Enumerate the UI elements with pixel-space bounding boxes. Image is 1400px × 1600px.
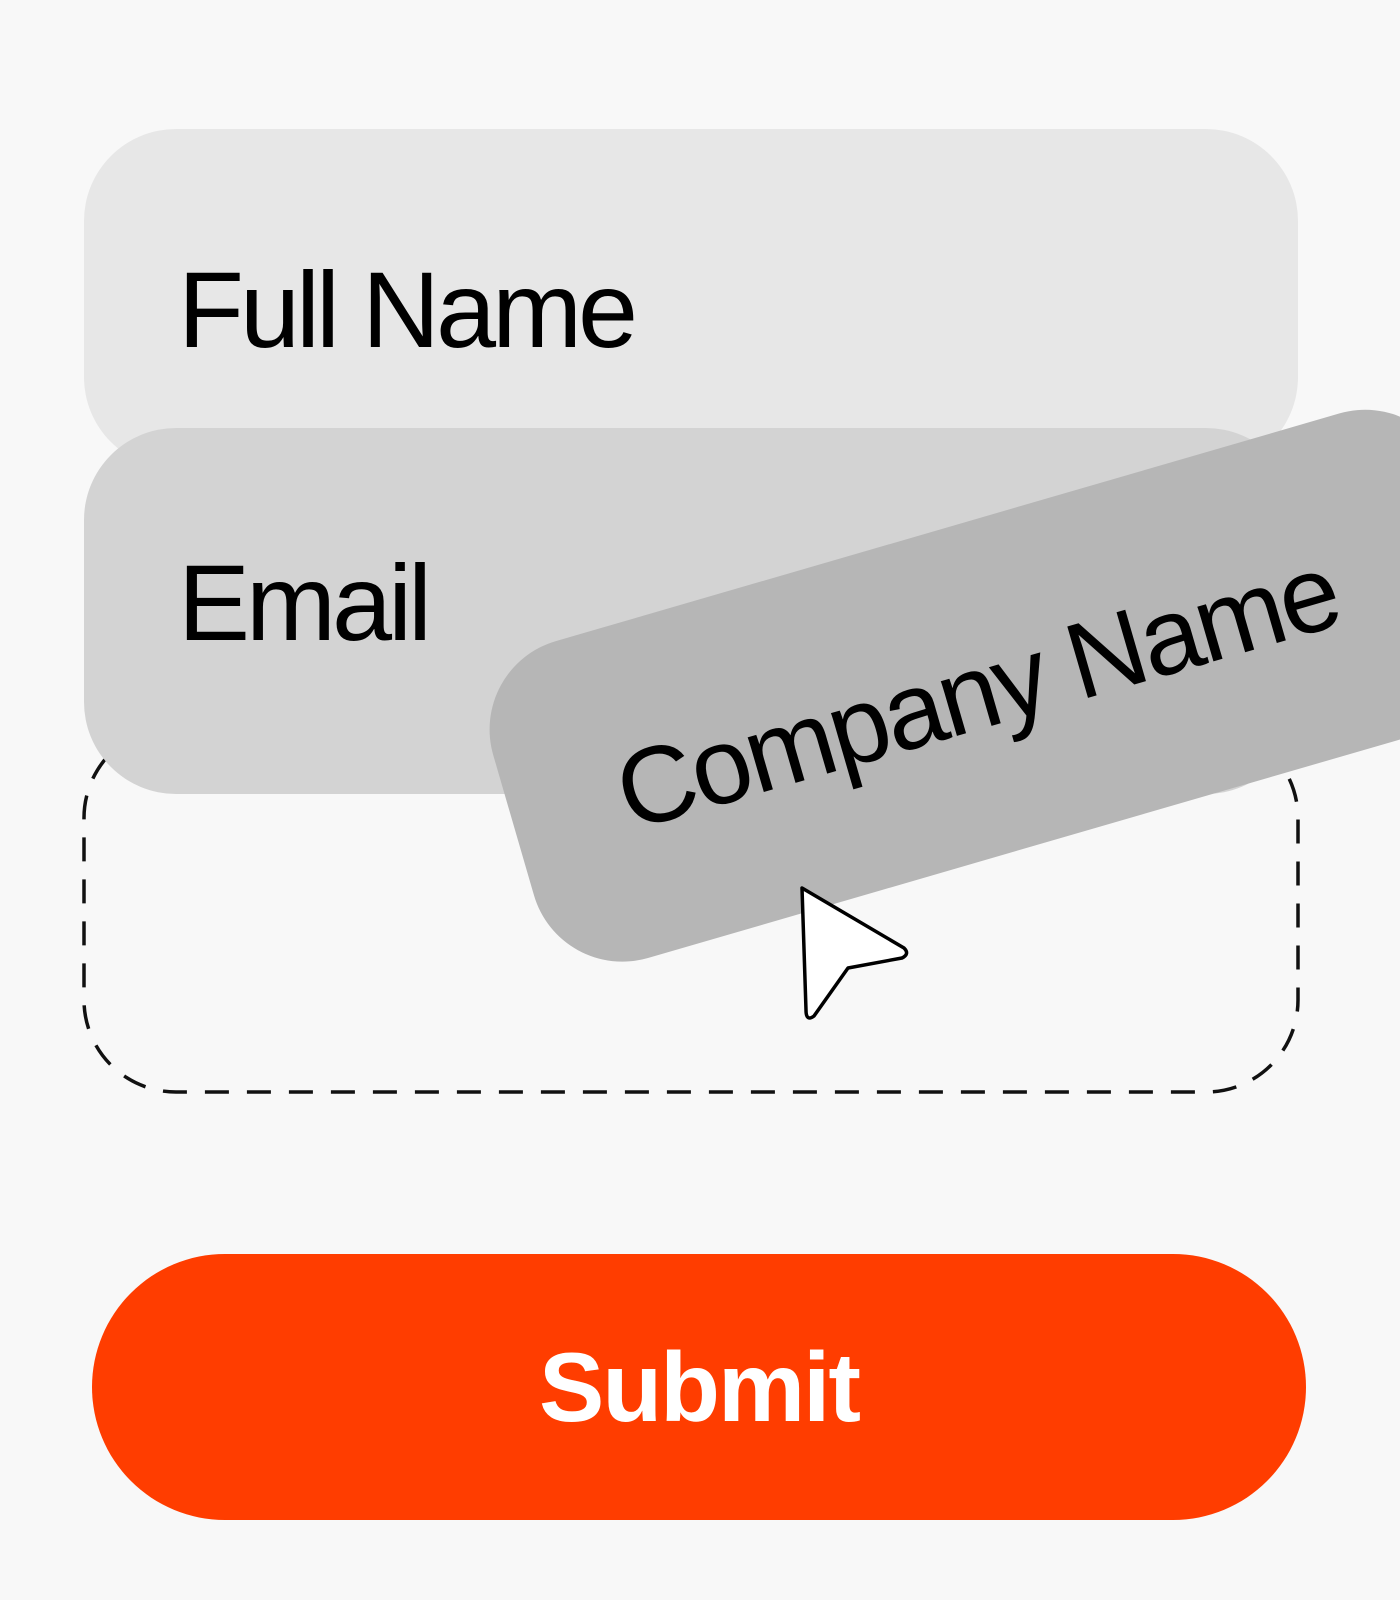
full-name-field[interactable]: Full Name: [84, 129, 1298, 469]
submit-button[interactable]: Submit: [92, 1254, 1306, 1520]
arrow-cursor-icon: [800, 886, 909, 1020]
full-name-label: Full Name: [178, 249, 638, 370]
email-label: Email: [178, 542, 432, 663]
